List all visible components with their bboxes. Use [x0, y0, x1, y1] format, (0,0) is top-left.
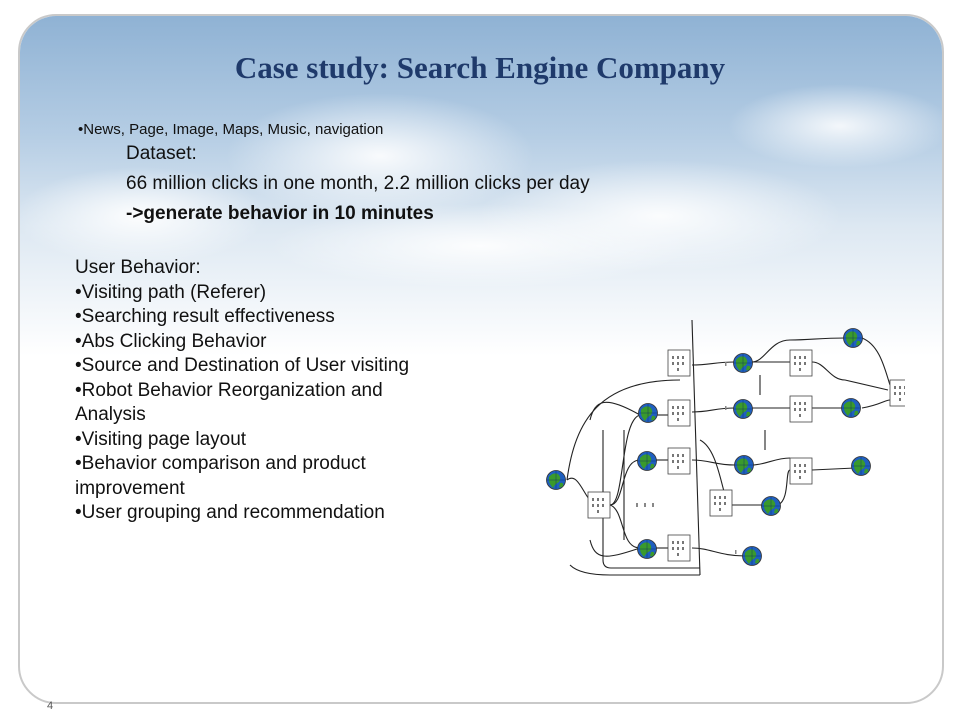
page-box-icon [789, 395, 813, 423]
globe-icon [638, 403, 658, 423]
globe-icon [733, 399, 753, 419]
globe-icon [637, 451, 657, 471]
globe-icon [851, 456, 871, 476]
page-box-icon [667, 534, 691, 562]
flow-connectors [566, 319, 891, 576]
behavior-item: •Abs Clicking Behavior [75, 330, 267, 352]
page-number: 4 [47, 700, 54, 712]
page-box-icon [587, 491, 611, 519]
behavior-item: •Visiting path (Referer) [75, 281, 267, 303]
globe-icon [841, 398, 861, 418]
behavior-item: Analysis [75, 404, 146, 425]
user-behavior-list: User Behavior: •Visiting path (Referer) … [75, 256, 505, 526]
dotted-marks [636, 362, 737, 554]
page-box-icon [667, 399, 691, 427]
behavior-item: •Visiting page layout [75, 428, 247, 450]
page-box-icon [667, 447, 691, 475]
behavior-item: •Searching result effectiveness [75, 306, 335, 327]
globe-icon [843, 328, 863, 348]
behavior-item: improvement [75, 477, 185, 499]
globe-icon [546, 470, 566, 490]
behavior-item: •Behavior comparison and product [75, 453, 366, 474]
behavior-item: •Robot Behavior Reorganization and [75, 379, 383, 401]
globe-icon [733, 353, 753, 373]
user-behavior-heading: User Behavior: [75, 257, 201, 278]
page-box-icon [709, 489, 733, 517]
dataset-label: Dataset: [126, 143, 197, 164]
globe-icon [761, 496, 781, 516]
behavior-item: •Source and Destination of User visiting [75, 355, 410, 376]
globe-icon [734, 455, 754, 475]
behavior-flow-diagram [546, 319, 905, 576]
page-box-icon [889, 379, 905, 407]
page-box-icon [667, 349, 691, 377]
page-box-icon [789, 457, 813, 485]
globe-icon [742, 546, 762, 566]
globe-icon [637, 539, 657, 559]
product-list-bullet: •News, Page, Image, Maps, Music, navigat… [78, 121, 384, 138]
sky-background [20, 16, 942, 356]
slide-title: Case study: Search Engine Company [234, 50, 726, 85]
behavior-item: •User grouping and recommendation [75, 502, 385, 523]
page-box-icon [789, 349, 813, 377]
dataset-clicks: 66 million clicks in one month, 2.2 mill… [126, 173, 590, 194]
dataset-generate: ->generate behavior in 10 minutes [126, 203, 434, 224]
